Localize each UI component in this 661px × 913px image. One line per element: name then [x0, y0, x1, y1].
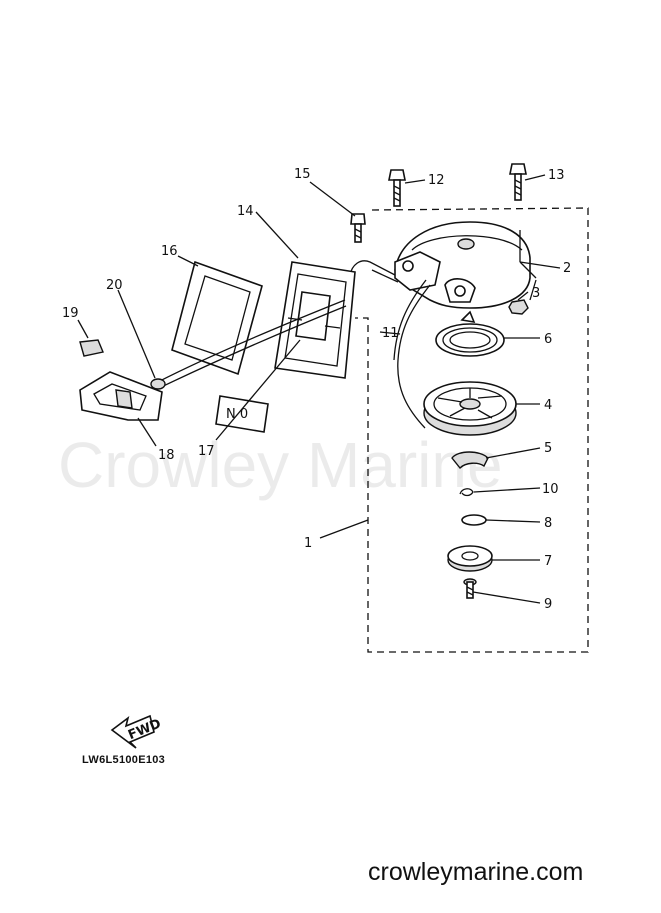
nut-3: [508, 299, 529, 315]
starter-rope: [397, 284, 431, 429]
part-label-6: 6: [544, 332, 552, 347]
bolt-13: [509, 163, 527, 201]
part-label-7: 7: [544, 554, 552, 569]
part-label-16: 16: [161, 244, 178, 259]
starter-plate: [274, 261, 356, 379]
sheave-drum: [423, 381, 517, 436]
part-label-12: 12: [428, 173, 445, 188]
cap: [79, 339, 104, 357]
part-label-18: 18: [158, 448, 175, 463]
seal: [171, 260, 263, 376]
part-label-1: 1: [304, 536, 312, 551]
part-label-2: 2: [563, 261, 571, 276]
spiral-spring: [435, 310, 505, 357]
part-label-11: 11: [382, 326, 399, 341]
drive-pawl: [451, 451, 489, 470]
bolt-12: [388, 169, 406, 207]
part-label-3: 3: [532, 286, 540, 301]
part-label-15: 15: [294, 167, 311, 182]
friction-spring: [461, 514, 487, 526]
part-label-13: 13: [548, 168, 565, 183]
part-label-14: 14: [237, 204, 254, 219]
drive-plate: [447, 545, 493, 572]
part-label-17: 17: [198, 444, 215, 459]
part-label-19: 19: [62, 306, 79, 321]
footer-site: crowleymarine.com: [368, 858, 583, 886]
leader-lines: [77, 174, 561, 604]
bolt-15: [350, 213, 366, 243]
part-label-10: 10: [542, 482, 559, 497]
screw-9: [463, 578, 477, 599]
fwd-arrow: FWD: [110, 714, 163, 749]
decal: N 0: [215, 395, 269, 433]
cable: [151, 299, 346, 386]
return-spring: [459, 488, 474, 497]
part-label-9: 9: [544, 597, 552, 612]
part-label-4: 4: [544, 398, 552, 413]
part-label-8: 8: [544, 516, 552, 531]
assembly-boundary: [355, 207, 589, 653]
drawing-code: LW6L5100E103: [82, 754, 165, 766]
cable-joint: [150, 378, 166, 390]
rope-guide-cable: [349, 260, 396, 276]
part-label-5: 5: [544, 441, 552, 456]
watermark: Crowley Marine: [58, 429, 503, 501]
part-label-20: 20: [106, 278, 123, 293]
starter-handle: [79, 371, 163, 421]
